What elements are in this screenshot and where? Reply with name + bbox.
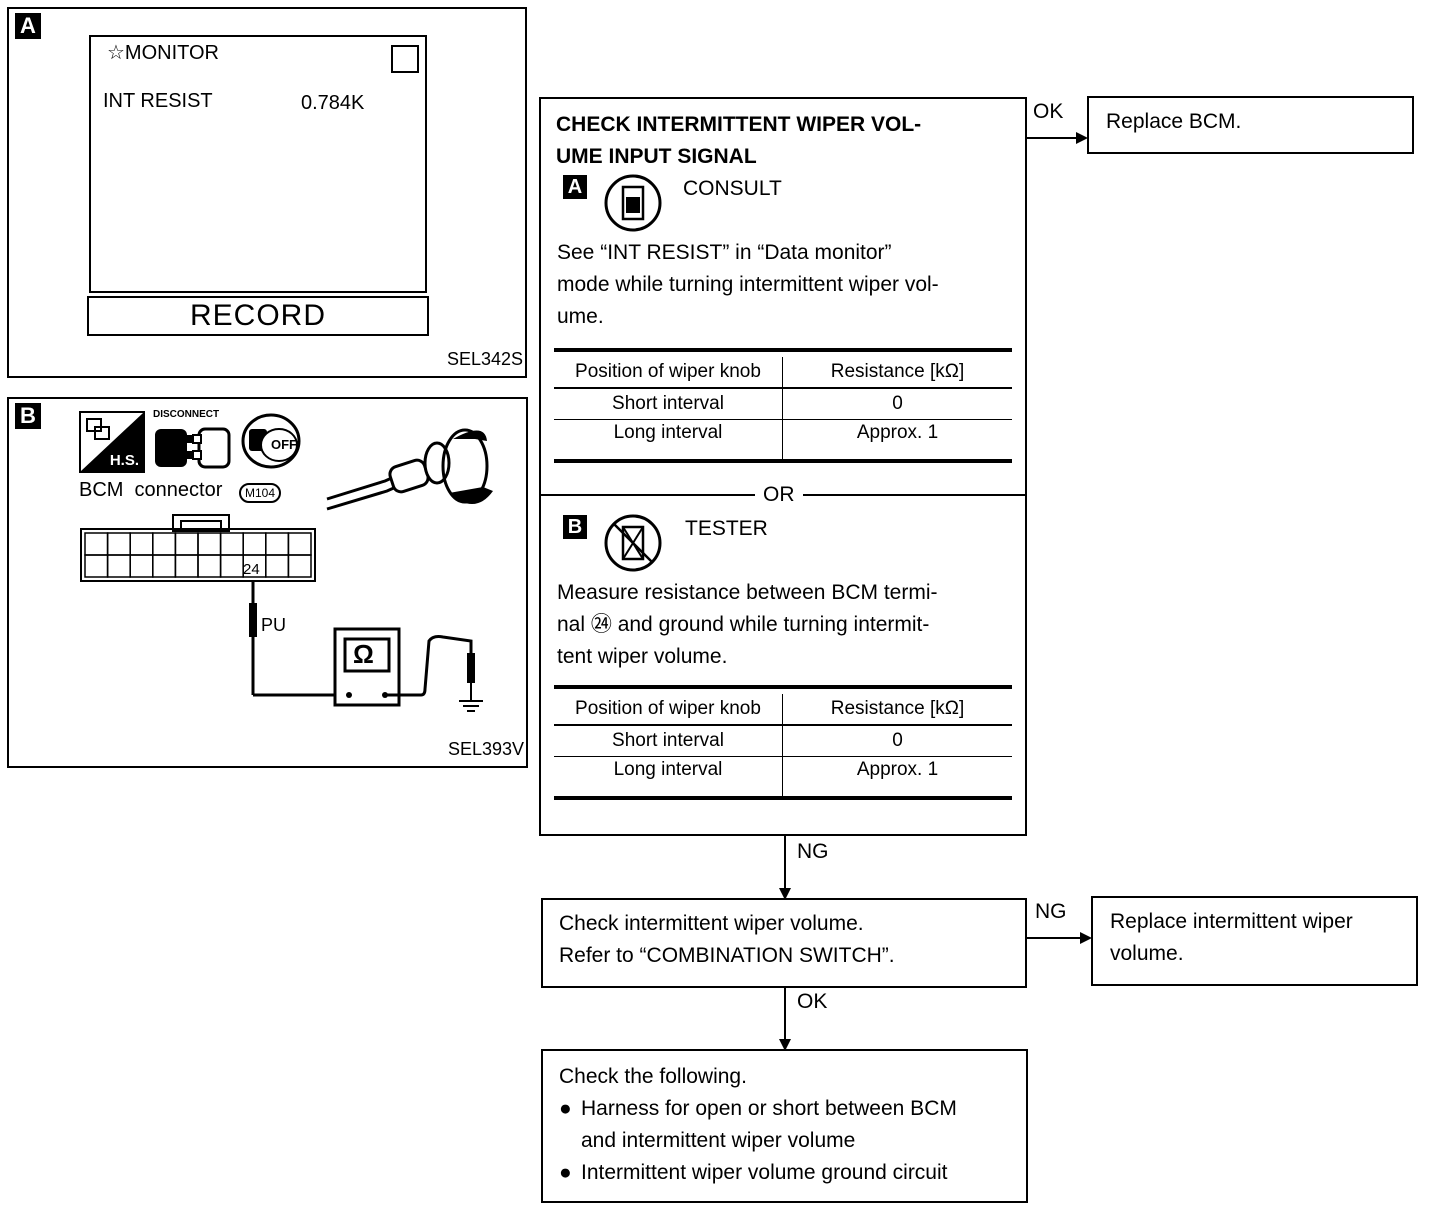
consult-tool-icon	[604, 174, 662, 232]
connector-terminal-cell	[84, 532, 109, 556]
table-cell: Approx. 1	[856, 422, 939, 443]
table-cell: 0	[782, 388, 1012, 420]
hs-label: H.S.	[109, 452, 139, 469]
param-label: INT RESIST	[103, 90, 213, 112]
terminal-number: 24	[243, 561, 260, 578]
connector-terminal-cell	[197, 532, 222, 556]
table1-top-rule	[554, 348, 1012, 352]
connector-terminal-cell	[197, 554, 222, 578]
record-button[interactable]: RECORD	[87, 296, 429, 336]
tester-line1: Measure resistance between BCM termi-	[557, 581, 938, 604]
consult-tag: A	[563, 175, 587, 199]
replace-volume-box: Replace intermittent wiper volume.	[1091, 896, 1418, 986]
table-cell: 0	[782, 725, 1012, 757]
meter-symbol: Ω	[353, 639, 374, 669]
ignition-off-icon	[241, 413, 301, 469]
panel-a-figure-code: SEL342S	[446, 349, 523, 369]
panel-a-tag: A	[15, 13, 41, 39]
table-cell: Long interval	[554, 419, 783, 462]
monitor-screen: ☆MONITOR INT RESIST 0.784K	[89, 35, 427, 293]
list-item: Intermittent wiper volume ground circuit	[581, 1161, 948, 1184]
panel-b: B H.S. DISCONNECT OFF BCM connector	[7, 397, 528, 768]
connector-terminal-cell	[152, 554, 177, 578]
table-header: Position of wiper knob	[554, 357, 783, 389]
off-label: OFF	[271, 437, 297, 452]
consult-line3: ume.	[557, 305, 604, 328]
bullet-icon: ●	[559, 1097, 572, 1120]
table-cell: Short interval	[554, 725, 783, 757]
step-title-line2: UME INPUT SIGNAL	[556, 145, 757, 168]
connector-terminal-cell	[219, 554, 244, 578]
table-header: Resistance [kΩ]	[782, 357, 1012, 389]
connector-terminal-cell	[265, 532, 290, 556]
replace-bcm-box: Replace BCM.	[1087, 96, 1414, 154]
connector-terminal-cell	[219, 532, 244, 556]
main-check-box: CHECK INTERMITTENT WIPER VOL- UME INPUT …	[539, 97, 1027, 836]
table2-bottom-rule	[554, 796, 1012, 800]
monitor-checkbox	[391, 45, 419, 73]
connector-id-badge: M104	[239, 483, 282, 503]
table-cell: Approx. 1	[856, 759, 939, 780]
consult-label: CONSULT	[683, 177, 782, 200]
ng-label-2: NG	[1035, 900, 1067, 923]
replace-bcm-text: Replace BCM.	[1106, 110, 1242, 133]
connector-terminal-cell	[106, 554, 131, 578]
table-header: Resistance [kΩ]	[782, 694, 1012, 726]
tester-label: TESTER	[685, 517, 768, 540]
check-following-title: Check the following.	[559, 1065, 747, 1088]
connector-terminal-cell	[152, 532, 177, 556]
connector-terminal-cell	[287, 554, 312, 578]
replace-volume-line1: Replace intermittent wiper	[1110, 910, 1353, 933]
disconnect-label: DISCONNECT	[153, 409, 220, 420]
tester-line3: tent wiper volume.	[557, 645, 728, 668]
connector-terminal-cell	[129, 554, 154, 578]
consult-line2: mode while turning intermittent wiper vo…	[557, 273, 939, 296]
connector-terminal-cell	[84, 554, 109, 578]
connector-label: BCM connector	[79, 479, 223, 501]
check-volume-box: Check intermittent wiper volume. Refer t…	[541, 898, 1027, 988]
ok-label-1: OK	[1033, 100, 1064, 123]
monitor-title: ☆MONITOR	[107, 42, 220, 64]
connector-terminal-cell	[106, 532, 131, 556]
table-cell: Short interval	[554, 388, 783, 420]
panel-b-tag: B	[15, 403, 41, 429]
hs-icon: H.S.	[79, 411, 145, 473]
table2-top-rule	[554, 685, 1012, 689]
connector-terminal-cell	[287, 532, 312, 556]
table1-bottom-rule	[554, 459, 1012, 463]
bcm-connector-diagram	[80, 514, 316, 582]
list-item: Harness for open or short between BCM	[581, 1097, 957, 1120]
ok-label-2: OK	[797, 990, 828, 1013]
panel-b-figure-code: SEL393V	[447, 739, 524, 759]
ohmmeter-wiring	[249, 581, 483, 712]
wiper-knob-illustration	[326, 428, 493, 511]
consult-line1: See “INT RESIST” in “Data monitor”	[557, 241, 892, 264]
step-title-line1: CHECK INTERMITTENT WIPER VOL-	[556, 113, 922, 136]
tester-tag: B	[563, 515, 587, 539]
tester-tool-icon	[604, 514, 662, 572]
table-cell: Long interval	[554, 756, 783, 799]
connector-terminal-cell	[174, 532, 199, 556]
param-value: 0.784K	[301, 92, 365, 114]
ng-label-1: NG	[797, 840, 829, 863]
list-item-continued: and intermittent wiper volume	[581, 1129, 856, 1152]
tester-line2: nal ㉔ and ground while turning intermit-	[557, 613, 930, 636]
check-following-box: Check the following. ● Harness for open …	[541, 1049, 1028, 1203]
table-header: Position of wiper knob	[554, 694, 783, 726]
resistance-table-tester: Position of wiper knob Resistance [kΩ] S…	[554, 694, 1012, 799]
resistance-table-consult: Position of wiper knob Resistance [kΩ] S…	[554, 357, 1012, 462]
panel-a: A ☆MONITOR INT RESIST 0.784K RECORD SEL3…	[7, 7, 527, 378]
or-label: OR	[755, 481, 803, 509]
connector-terminal-cell	[174, 554, 199, 578]
bullet-icon: ●	[559, 1161, 572, 1184]
check-volume-line1: Check intermittent wiper volume.	[559, 912, 864, 935]
check-volume-line2: Refer to “COMBINATION SWITCH”.	[559, 944, 895, 967]
connector-terminal-cell	[242, 532, 267, 556]
replace-volume-line2: volume.	[1110, 942, 1184, 965]
connector-terminal-cell	[129, 532, 154, 556]
disconnect-connector-icon	[155, 427, 231, 469]
connector-terminal-cell	[265, 554, 290, 578]
wire-color-label: PU	[261, 615, 287, 635]
